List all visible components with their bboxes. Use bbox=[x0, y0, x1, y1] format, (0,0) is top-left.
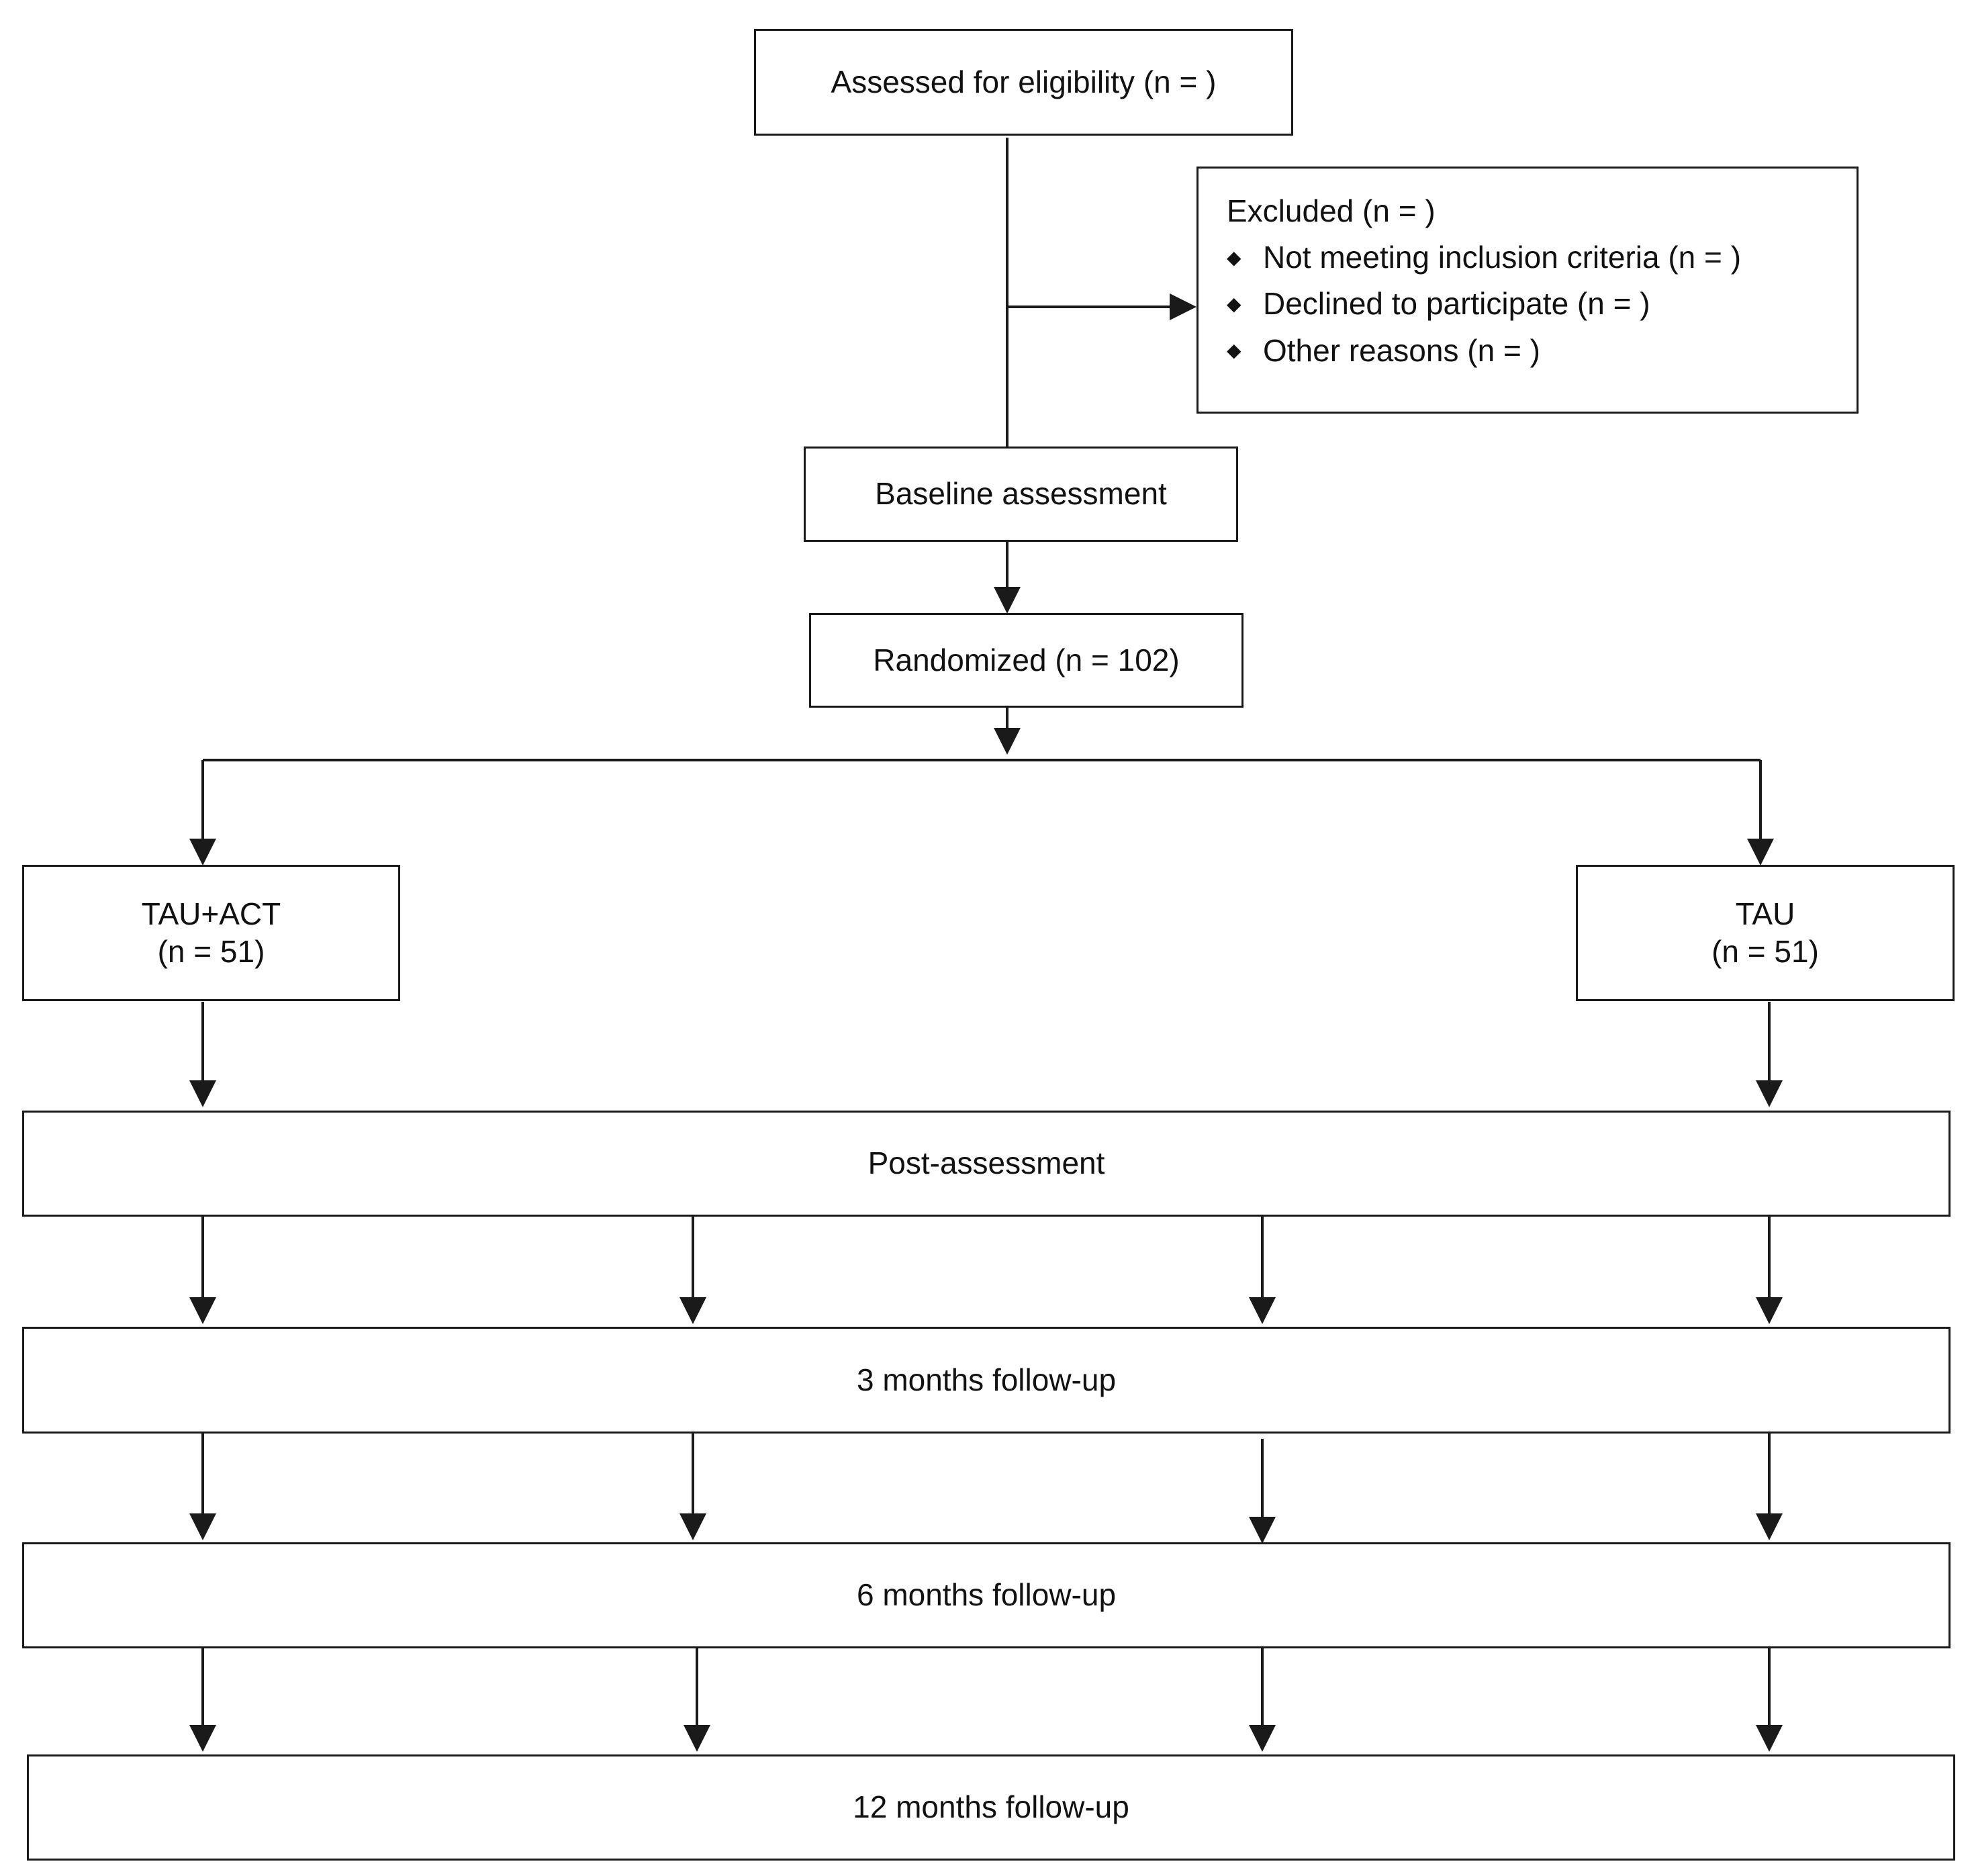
six-months-follow-up-box: 6 months follow-up bbox=[22, 1542, 1951, 1648]
fu3-label: 3 months follow-up bbox=[856, 1362, 1117, 1397]
excluded-title: Excluded (n = ) bbox=[1227, 193, 1436, 228]
randomized-label: Randomized (n = 102) bbox=[873, 642, 1180, 677]
fu6-label: 6 months follow-up bbox=[856, 1577, 1117, 1613]
baseline-assessment-box: Baseline assessment bbox=[804, 447, 1238, 542]
tau-name: TAU bbox=[1735, 896, 1795, 932]
excluded-reason-label: Declined to participate (n = ) bbox=[1263, 286, 1650, 322]
excluded-reasons-list: ◆ Not meeting inclusion criteria (n = ) … bbox=[1227, 239, 1857, 369]
excluded-reason-item: ◆ Declined to participate (n = ) bbox=[1227, 285, 1857, 322]
tau-act-arm-box: TAU+ACT (n = 51) bbox=[22, 865, 400, 1001]
tau-act-name: TAU+ACT bbox=[141, 896, 281, 932]
diamond-bullet-icon: ◆ bbox=[1227, 340, 1241, 361]
diamond-bullet-icon: ◆ bbox=[1227, 246, 1241, 268]
three-months-follow-up-box: 3 months follow-up bbox=[22, 1327, 1951, 1434]
excluded-reason-item: ◆ Other reasons (n = ) bbox=[1227, 332, 1857, 369]
assessed-for-eligibility-box: Assessed for eligibility (n = ) bbox=[754, 29, 1293, 136]
randomized-box: Randomized (n = 102) bbox=[809, 613, 1243, 708]
diamond-bullet-icon: ◆ bbox=[1227, 293, 1241, 315]
post-assessment-label: Post-assessment bbox=[867, 1145, 1105, 1181]
twelve-months-follow-up-box: 12 months follow-up bbox=[27, 1754, 1955, 1861]
excluded-reason-item: ◆ Not meeting inclusion criteria (n = ) bbox=[1227, 239, 1857, 276]
post-assessment-box: Post-assessment bbox=[22, 1111, 1951, 1217]
assessed-label: Assessed for eligibility (n = ) bbox=[831, 64, 1217, 99]
excluded-box: Excluded (n = ) ◆ Not meeting inclusion … bbox=[1196, 167, 1859, 414]
tau-act-count: (n = 51) bbox=[157, 933, 265, 969]
excluded-reason-label: Other reasons (n = ) bbox=[1263, 332, 1540, 368]
tau-arm-box: TAU (n = 51) bbox=[1576, 865, 1955, 1001]
fu12-label: 12 months follow-up bbox=[853, 1789, 1129, 1825]
baseline-label: Baseline assessment bbox=[875, 476, 1167, 512]
excluded-reason-label: Not meeting inclusion criteria (n = ) bbox=[1263, 240, 1742, 275]
tau-count: (n = 51) bbox=[1711, 933, 1819, 969]
